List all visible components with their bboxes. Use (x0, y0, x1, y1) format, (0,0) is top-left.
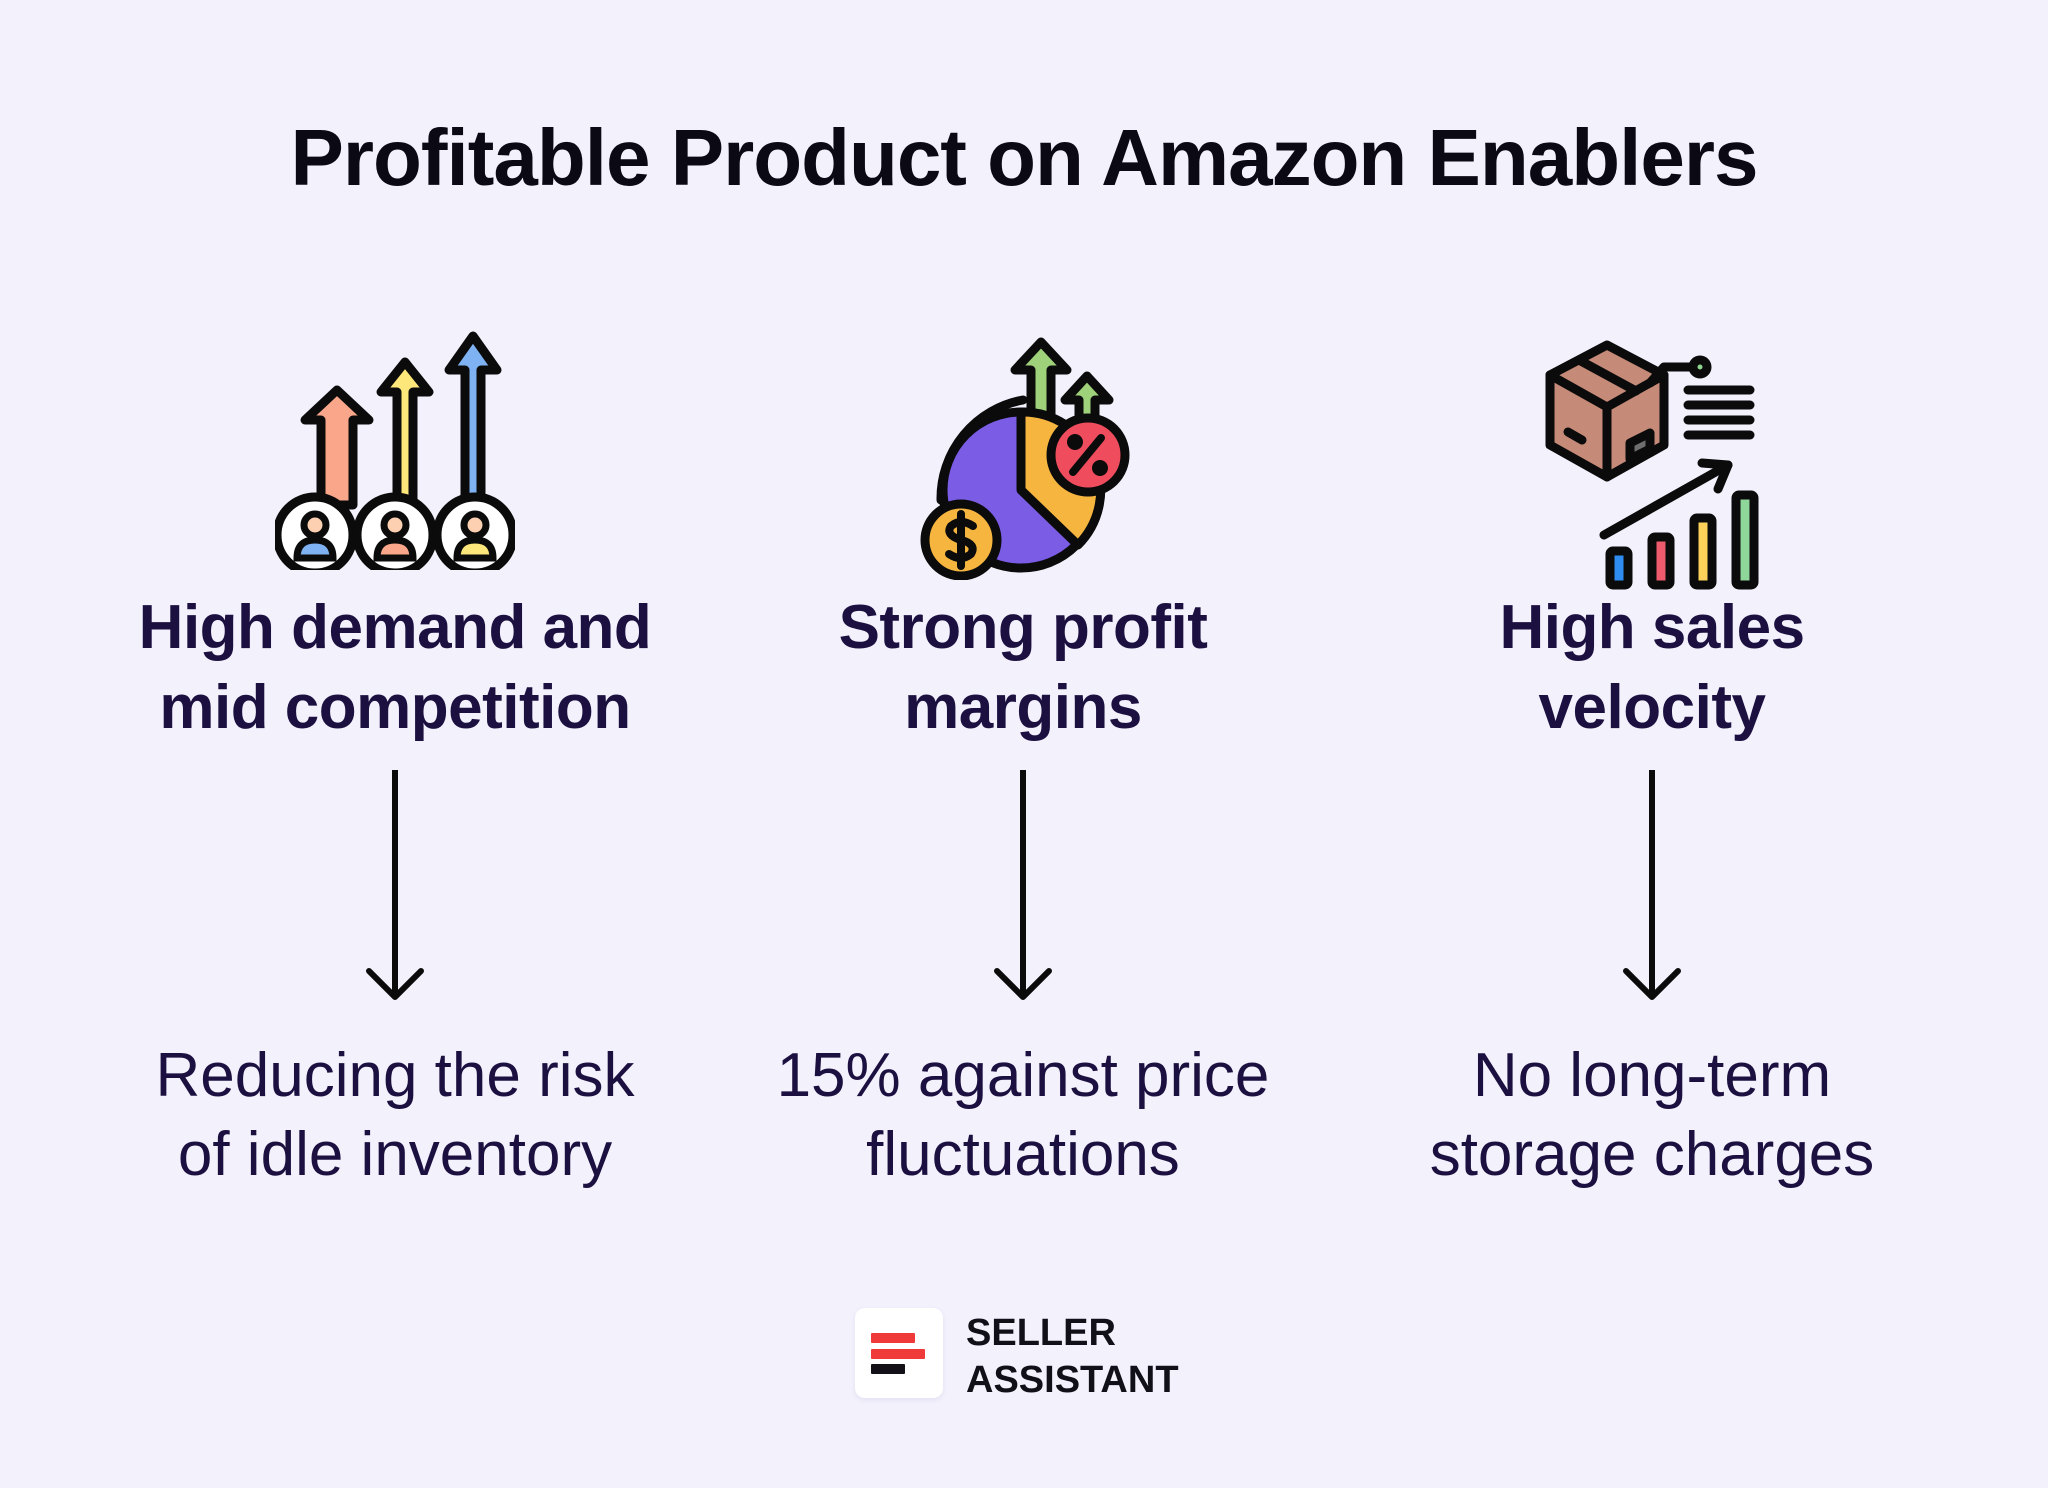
heading-line: mid competition (159, 673, 631, 742)
heading-line: Strong profit (838, 593, 1208, 662)
down-arrow-icon (1623, 770, 1681, 1000)
logo-line: SELLER (966, 1312, 1116, 1354)
description-line: fluctuations (866, 1120, 1180, 1189)
logo-mark-icon (855, 1308, 943, 1398)
down-arrow-icon (366, 770, 424, 1000)
enabler-description: 15% against price fluctuations (703, 1036, 1343, 1194)
description-line: Reducing the risk (155, 1041, 635, 1110)
enabler-heading: Strong profit margins (703, 588, 1343, 748)
enabler-heading: High sales velocity (1332, 588, 1972, 748)
logo-bar (871, 1349, 925, 1359)
enabler-description: Reducing the risk of idle inventory (75, 1036, 715, 1194)
description-line: of idle inventory (177, 1120, 613, 1189)
logo-line: ASSISTANT (966, 1359, 1179, 1401)
description-line: storage charges (1429, 1120, 1875, 1189)
logo-wordmark: SELLER ASSISTANT (966, 1310, 1179, 1404)
box-sales-growth-icon (1532, 335, 1772, 595)
heading-line: velocity (1538, 673, 1766, 742)
heading-line: High sales (1499, 593, 1805, 662)
enabler-description: No long-term storage charges (1332, 1036, 1972, 1194)
logo-bar (871, 1364, 905, 1374)
heading-line: High demand and (138, 593, 652, 662)
page-title: Profitable Product on Amazon Enablers (290, 113, 1759, 202)
demand-arrows-people-icon (272, 330, 518, 590)
description-line: 15% against price (776, 1041, 1270, 1110)
heading-line: margins (904, 673, 1142, 742)
description-line: No long-term (1472, 1041, 1832, 1110)
profit-pie-chart-icon (903, 330, 1143, 590)
down-arrow-icon (994, 770, 1052, 1000)
enabler-heading: High demand and mid competition (75, 588, 715, 748)
logo-bar (871, 1333, 915, 1343)
